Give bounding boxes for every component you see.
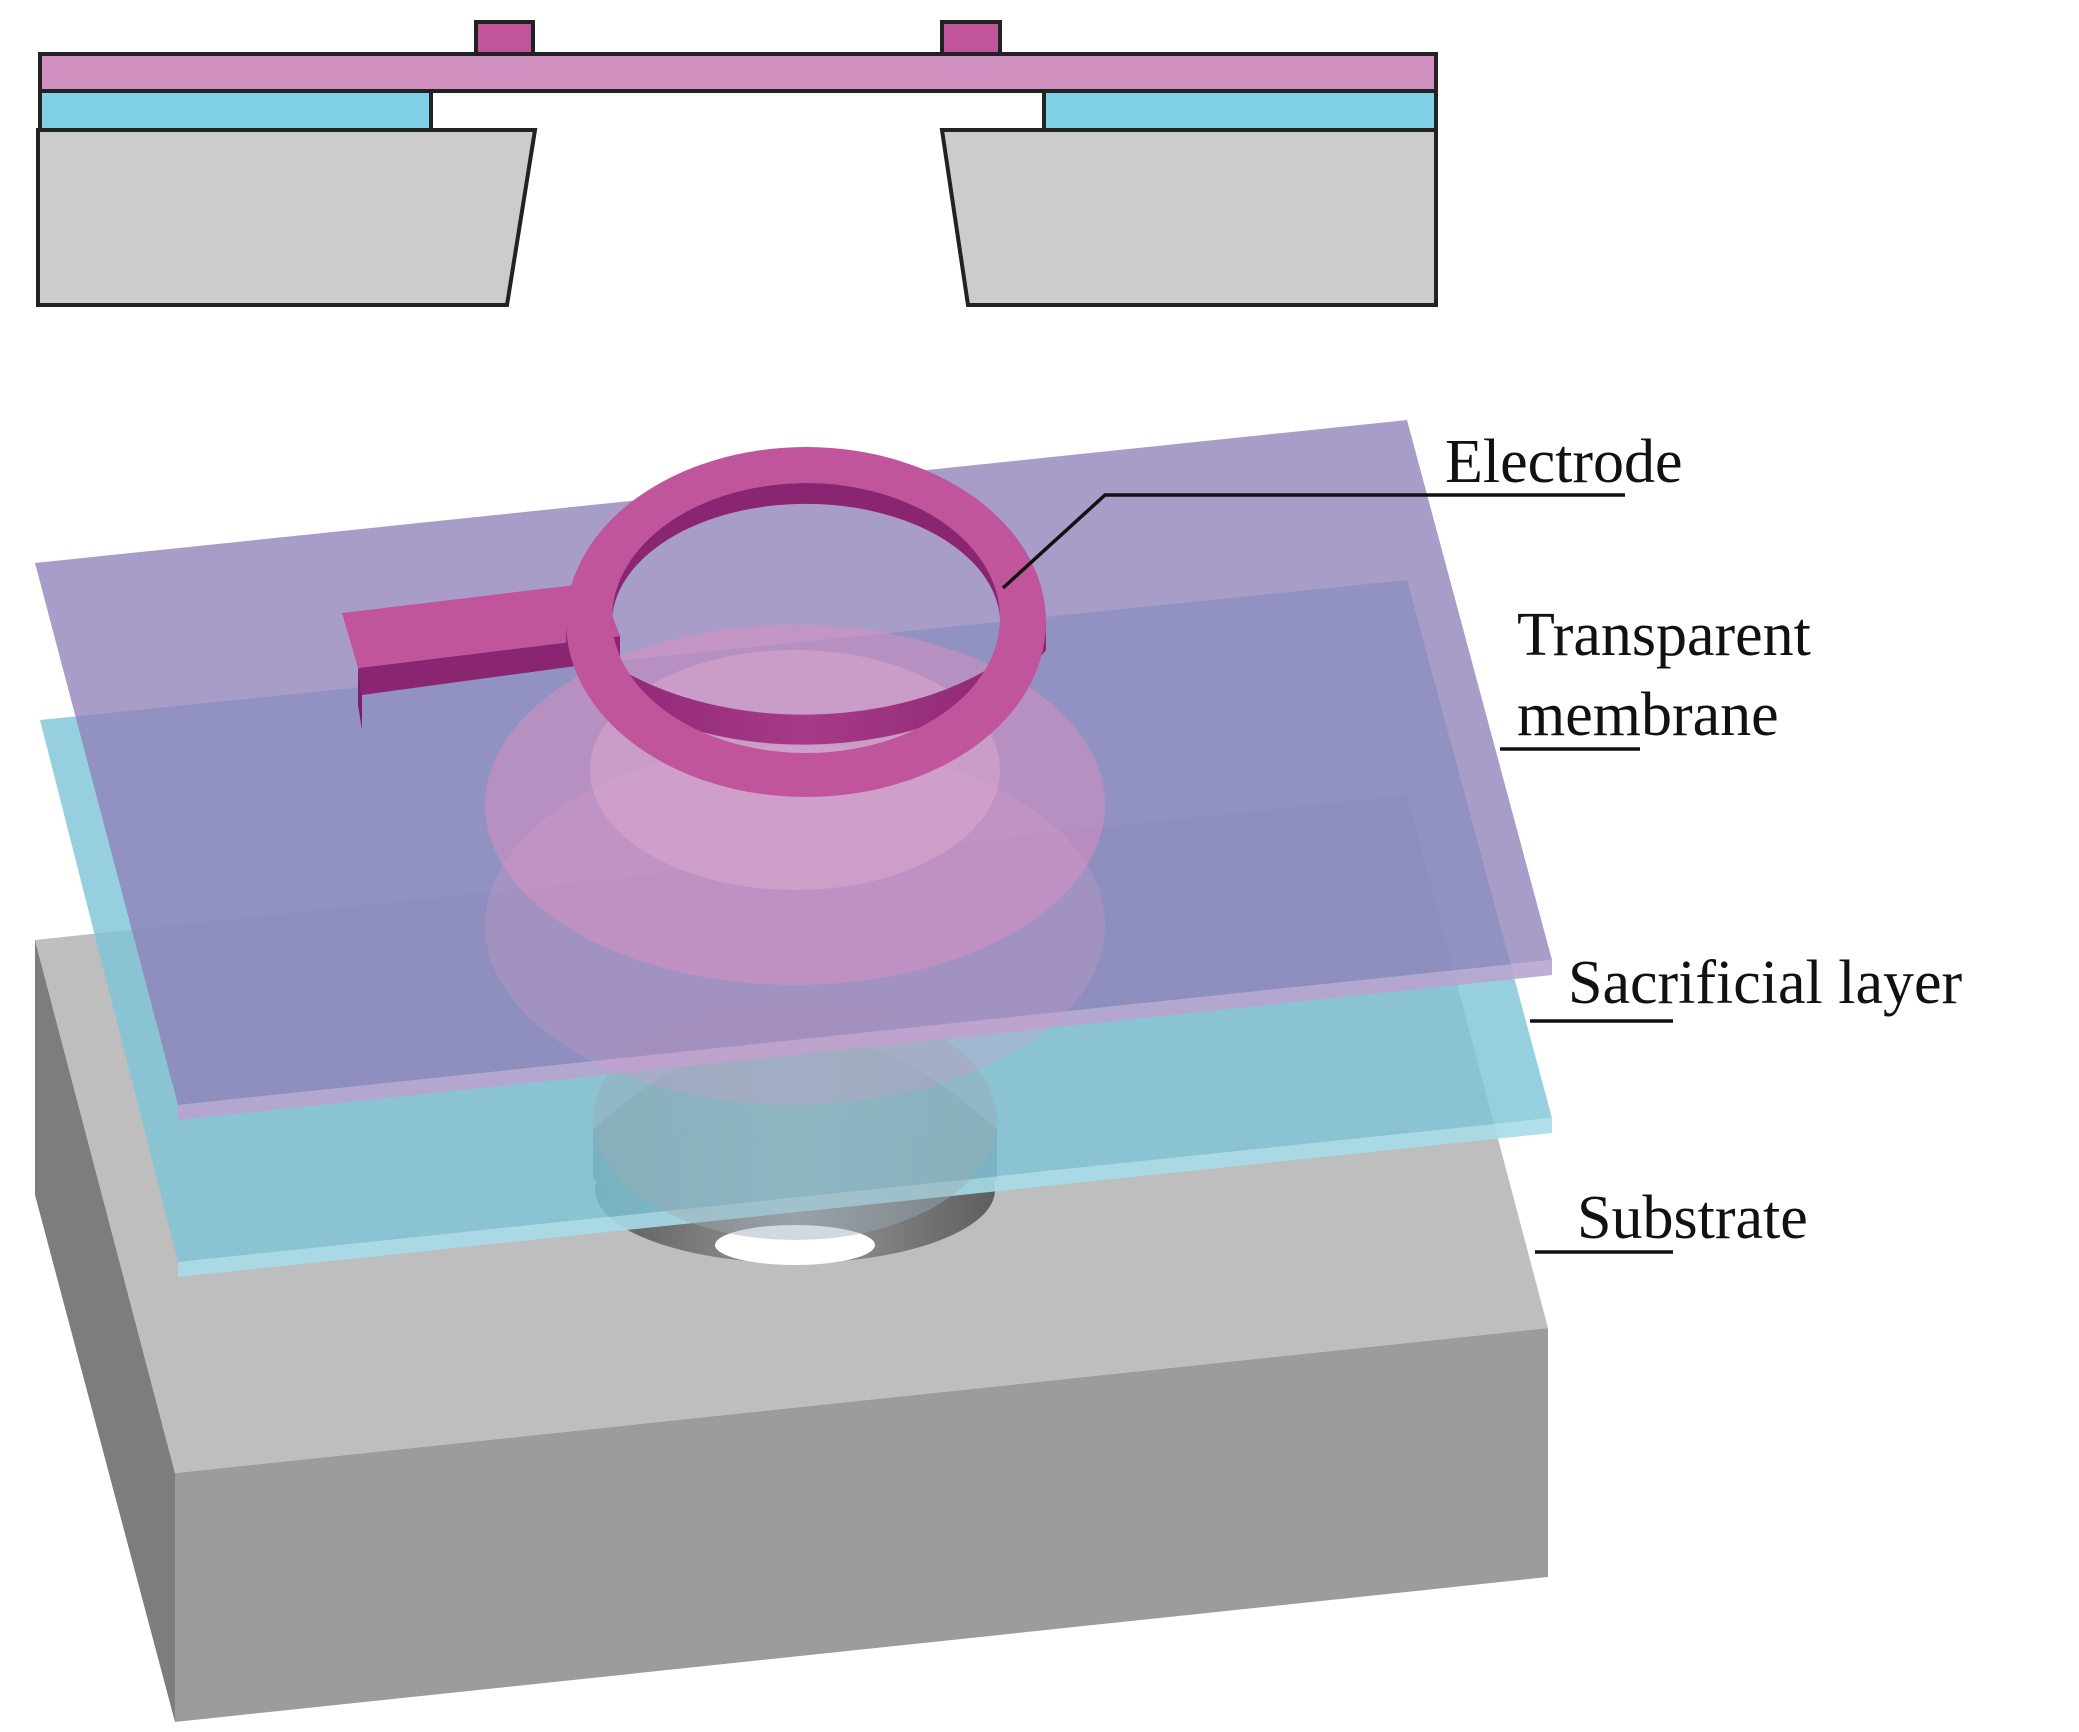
cross-section-sacrificial-left xyxy=(38,89,433,132)
label-membrane-line2: membrane xyxy=(1517,681,1779,749)
substrate-front-face xyxy=(175,1328,1548,1722)
leader-electrode xyxy=(1001,493,1625,590)
labels: Electrode Transparent membrane Sacrifici… xyxy=(1445,428,1963,1252)
sacrificial-plate-edge xyxy=(178,1118,1552,1277)
label-electrode: Electrode xyxy=(1445,428,1683,496)
substrate-hole-bottom-opening xyxy=(715,1225,875,1265)
electrode-ring-inner-wall xyxy=(611,483,1000,630)
cross-section xyxy=(36,20,1438,307)
leader-lines xyxy=(1001,493,1673,1254)
substrate-left-face xyxy=(35,940,175,1722)
label-membrane-line1: Transparent xyxy=(1517,601,1811,669)
electrode-ring-outer-wall xyxy=(566,620,1046,745)
cross-section-substrate-left xyxy=(36,128,538,307)
cross-section-sacrificial-right xyxy=(1042,89,1438,132)
membrane-deflection-lower xyxy=(485,745,1105,1105)
cross-section-substrate-right xyxy=(939,128,1438,307)
electrode-lead-front xyxy=(358,668,362,730)
cross-section-electrode-left xyxy=(474,20,535,56)
cross-section-electrode-right xyxy=(940,20,1002,56)
electrode-lead-side xyxy=(358,636,620,695)
label-sacrificial: Sacrificial layer xyxy=(1568,949,1963,1017)
label-substrate: Substrate xyxy=(1577,1184,1808,1252)
electrode-ring xyxy=(342,447,1046,797)
membrane-plate-edge xyxy=(178,960,1552,1120)
exploded-view: Electrode Transparent membrane Sacrifici… xyxy=(35,420,1963,1722)
electrode-lead-top xyxy=(342,582,620,668)
cross-section-membrane xyxy=(38,52,1438,93)
